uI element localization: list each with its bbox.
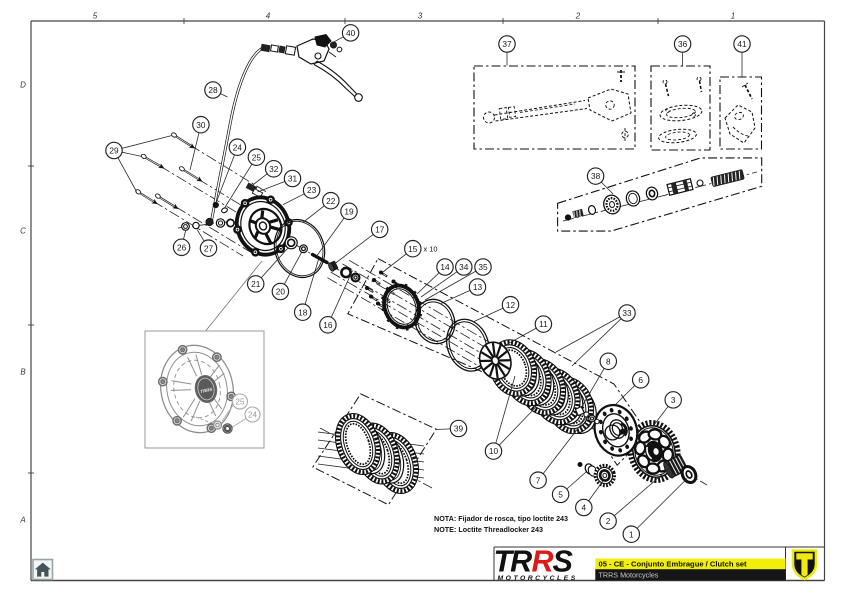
svg-text:30: 30	[196, 120, 206, 130]
svg-text:13: 13	[473, 282, 483, 292]
svg-text:15: 15	[408, 244, 418, 254]
svg-text:28: 28	[208, 85, 218, 95]
svg-text:1: 1	[731, 12, 735, 21]
svg-text:40: 40	[346, 28, 356, 38]
svg-text:18: 18	[298, 307, 308, 317]
svg-text:27: 27	[204, 243, 214, 253]
svg-text:8: 8	[606, 356, 611, 366]
svg-text:C: C	[20, 227, 26, 236]
svg-text:TRRS Motorcycles: TRRS Motorcycles	[599, 571, 659, 580]
svg-text:22: 22	[326, 196, 336, 206]
svg-text:4: 4	[266, 12, 271, 21]
svg-text:31: 31	[288, 174, 298, 184]
svg-text:3: 3	[418, 12, 423, 21]
svg-text:29: 29	[109, 146, 119, 156]
svg-text:6: 6	[638, 375, 643, 385]
svg-text:7: 7	[536, 475, 541, 485]
svg-text:16: 16	[323, 320, 333, 330]
svg-text:41: 41	[737, 39, 747, 49]
svg-text:39: 39	[454, 424, 464, 434]
svg-text:3: 3	[671, 395, 676, 405]
svg-text:2: 2	[575, 12, 581, 21]
svg-text:x 10: x 10	[424, 245, 438, 254]
svg-text:MOTORCYCLES: MOTORCYCLES	[498, 575, 578, 582]
svg-text:37: 37	[502, 39, 512, 49]
svg-text:4: 4	[581, 503, 586, 513]
svg-text:25: 25	[236, 398, 245, 407]
svg-text:17: 17	[375, 225, 385, 235]
svg-text:NOTE: Loctite Threadlocker 243: NOTE: Loctite Threadlocker 243	[434, 525, 543, 534]
svg-text:24: 24	[233, 142, 243, 152]
svg-text:1: 1	[629, 529, 634, 539]
svg-text:12: 12	[506, 300, 516, 310]
svg-text:38: 38	[591, 171, 601, 181]
svg-text:TR: TR	[494, 545, 533, 579]
svg-text:05 - CE - Conjunto Embrague /: 05 - CE - Conjunto Embrague / Clutch set	[599, 560, 748, 569]
svg-text:33: 33	[622, 308, 632, 318]
svg-text:A: A	[19, 516, 25, 525]
svg-text:36: 36	[678, 39, 688, 49]
svg-text:R: R	[532, 545, 554, 579]
svg-text:2: 2	[606, 516, 611, 526]
svg-text:25: 25	[252, 152, 262, 162]
svg-text:19: 19	[344, 206, 354, 216]
svg-text:26: 26	[177, 242, 187, 252]
svg-text:B: B	[20, 368, 26, 377]
svg-text:21: 21	[251, 279, 261, 289]
svg-text:10: 10	[489, 446, 499, 456]
svg-text:5: 5	[558, 490, 563, 500]
svg-text:TRRS: TRRS	[200, 387, 213, 394]
svg-text:32: 32	[269, 164, 279, 174]
svg-text:S: S	[553, 545, 574, 579]
svg-text:34: 34	[459, 262, 469, 272]
svg-text:NOTA: Fijador de rosca, tipo: NOTA: Fijador de rosca, tipo loctite 243	[434, 514, 568, 523]
svg-text:11: 11	[539, 319, 548, 329]
svg-text:24: 24	[248, 411, 257, 420]
svg-text:5: 5	[93, 12, 98, 21]
svg-text:14: 14	[440, 262, 450, 272]
svg-text:D: D	[20, 81, 26, 90]
svg-text:35: 35	[478, 262, 488, 272]
svg-text:23: 23	[307, 185, 317, 195]
svg-text:20: 20	[276, 287, 286, 297]
